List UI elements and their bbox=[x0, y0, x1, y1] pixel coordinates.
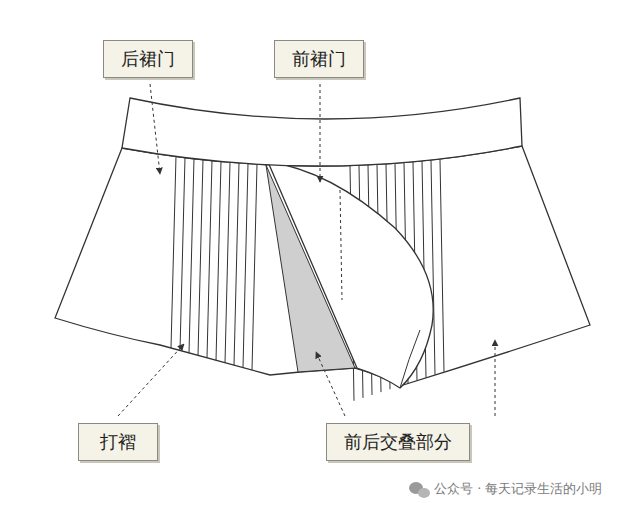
wechat-icon bbox=[409, 482, 430, 498]
watermark: 公众号 · 每天记录生活的小明 bbox=[434, 480, 602, 498]
pleat-lines bbox=[171, 156, 444, 401]
label-text: 前后交叠部分 bbox=[344, 430, 452, 454]
label-text: 前裙门 bbox=[292, 47, 346, 71]
label-text: 后裙门 bbox=[121, 47, 175, 71]
label-box: 后裙门 bbox=[103, 40, 193, 78]
waistband bbox=[122, 98, 522, 166]
flap-fold bbox=[400, 330, 420, 388]
label-box: 前后交叠部分 bbox=[326, 423, 470, 461]
front-flap bbox=[268, 162, 433, 388]
leader-lines bbox=[118, 84, 495, 416]
label-box: 打褶 bbox=[78, 423, 158, 461]
label-box: 前裙门 bbox=[274, 40, 364, 78]
label-text: 打褶 bbox=[100, 430, 136, 454]
